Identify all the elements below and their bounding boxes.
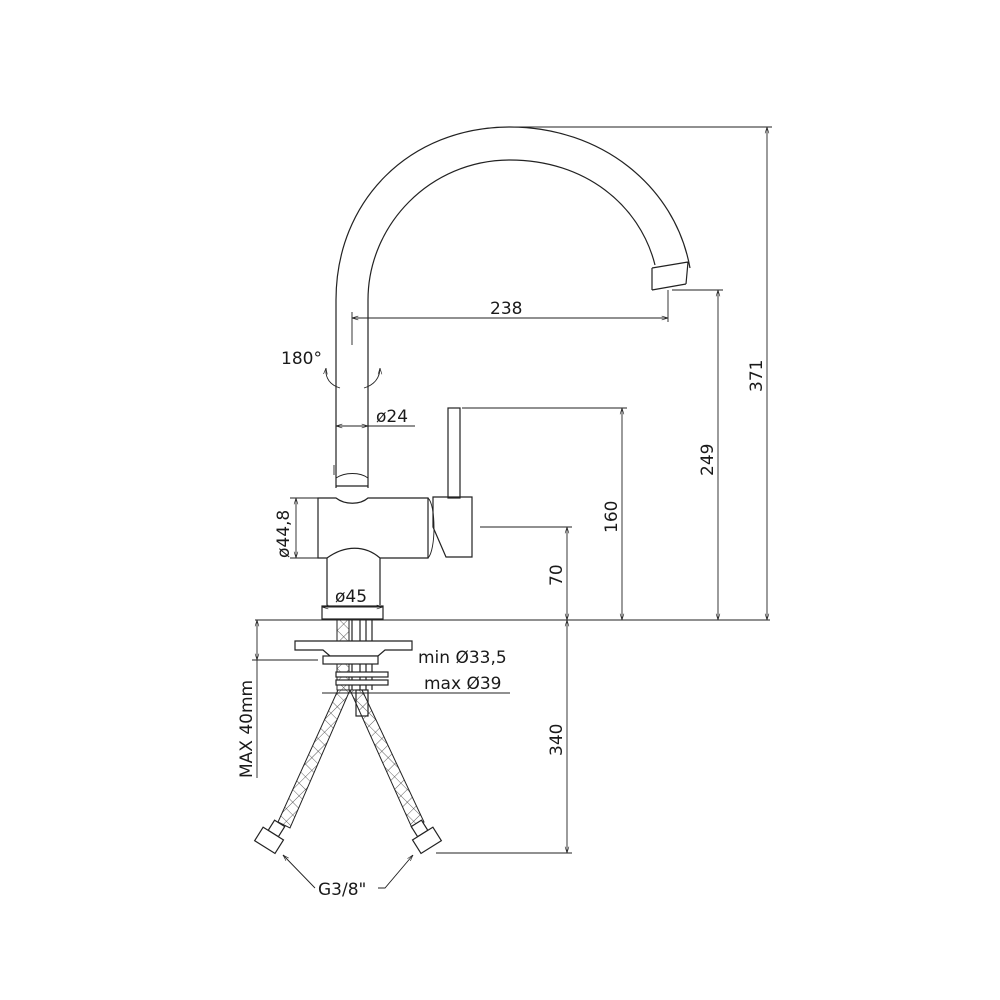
spout [333, 126, 691, 488]
dimension-lines [252, 126, 772, 889]
mounting-kit [294, 619, 413, 717]
dim-lever-height: 160 [602, 501, 622, 533]
supply-hoses [253, 689, 443, 855]
dim-base-diameter: ø45 [335, 587, 367, 607]
dim-spout-diameter: ø24 [376, 407, 408, 427]
dim-hole-max: max Ø39 [424, 674, 501, 694]
dim-spout-reach: 238 [490, 299, 522, 319]
dim-body-height: 70 [547, 564, 567, 586]
dim-rotation: 180° [281, 349, 322, 369]
dim-outlet-height: 249 [698, 444, 718, 476]
dim-max-deck-thickness: MAX 40mm [237, 680, 257, 778]
hose-fitting-right [410, 819, 443, 855]
dim-hose-length: 340 [547, 724, 567, 756]
dim-body-diameter: ø44,8 [274, 510, 294, 558]
dim-hole-min: min Ø33,5 [418, 648, 507, 668]
hose-fitting-left [253, 819, 286, 855]
dim-total-height: 371 [747, 360, 767, 392]
dim-hose-thread: G3/8" [318, 880, 366, 900]
